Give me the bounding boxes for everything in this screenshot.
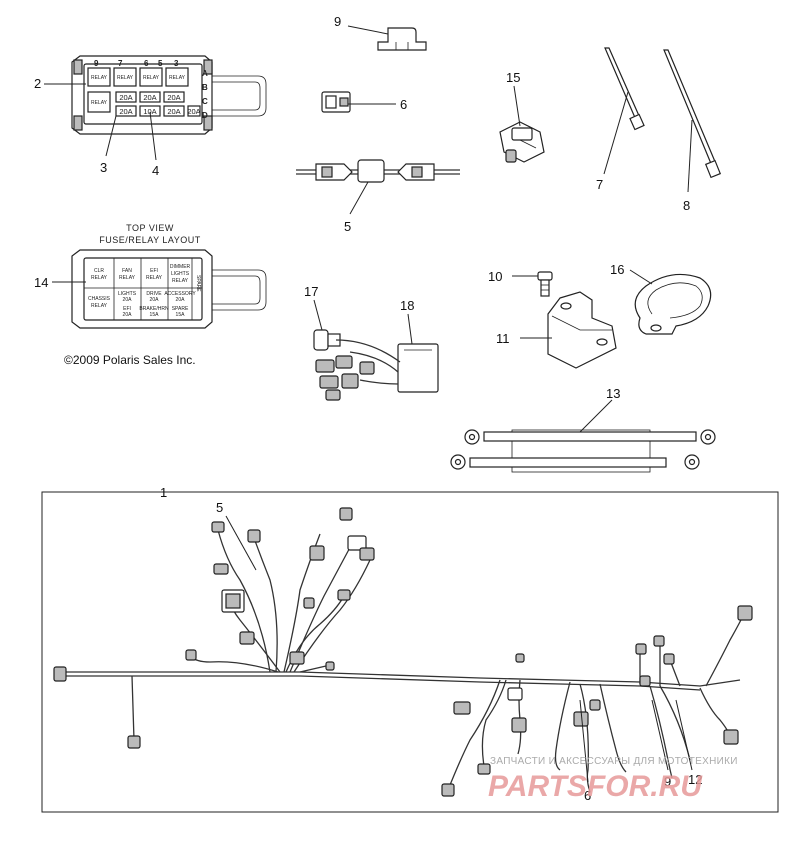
row-letter: B	[202, 83, 208, 92]
callout-10: 10	[488, 269, 502, 284]
relay-label: RELAY	[143, 75, 160, 81]
watermark-logo: PARTSFOR.RU	[488, 770, 703, 803]
callout-11: 11	[496, 331, 510, 346]
fuse-rating: 20A	[119, 107, 132, 116]
callout-4: 4	[152, 163, 159, 178]
callout-6: 6	[400, 97, 407, 112]
layout-cell: RELAY	[91, 275, 108, 281]
part-9-connector-clip	[377, 27, 427, 51]
layout-cell: 15A	[176, 312, 186, 318]
part-13-battery-cables	[450, 429, 716, 473]
fuse-box: RELAY RELAY RELAY RELAY RELAY 20A 20A 20…	[71, 55, 267, 135]
callout-5-harness: 5	[216, 500, 223, 515]
callout-16: 16	[610, 262, 624, 277]
callout-6-harness: 6	[584, 788, 591, 803]
callout-13: 13	[606, 386, 620, 401]
cavity-number: 7	[118, 59, 123, 68]
callout-9-harness: 9	[664, 774, 671, 789]
layout-cell: EFI	[150, 268, 158, 274]
layout-cell: CHASSIS	[88, 296, 111, 302]
relay-label: RELAY	[91, 100, 108, 106]
callout-9: 9	[334, 14, 341, 29]
callout-2: 2	[34, 76, 41, 91]
callout-15: 15	[506, 70, 520, 85]
cavity-number: 5	[158, 59, 163, 68]
layout-cell: RELAY	[91, 303, 108, 309]
part-16-p-clamp	[634, 273, 712, 335]
callout-17: 17	[304, 284, 318, 299]
main-harness-frame	[41, 491, 779, 813]
part-11-bracket	[547, 291, 617, 369]
fuse-rating: 20A	[119, 93, 132, 102]
watermark-tagline: ЗАПЧАСТИ И АКСЕССУАРЫ ДЛЯ МОТОТЕХНИКИ	[490, 756, 738, 767]
layout-cell: 15A	[150, 312, 160, 318]
callout-8: 8	[683, 198, 690, 213]
row-letter: D	[202, 111, 208, 120]
layout-cell: SPARE	[172, 306, 189, 312]
callout-7: 7	[596, 177, 603, 192]
relay-label: RELAY	[117, 75, 134, 81]
layout-cell: DIMMER	[170, 264, 191, 270]
fuse-rating: 20A	[167, 93, 180, 102]
layout-title: TOP VIEW	[126, 223, 174, 233]
layout-cell: RELAY	[146, 275, 163, 281]
callout-18: 18	[400, 298, 414, 313]
cavity-number: 6	[144, 59, 149, 68]
layout-cell: 20A	[150, 297, 160, 303]
cavity-number: 9	[94, 59, 99, 68]
part-6-connector	[321, 91, 351, 113]
callout-12: 12	[688, 772, 702, 787]
layout-cell: 20A	[123, 297, 133, 303]
layout-cell: BRAKE/HRN	[139, 306, 169, 312]
part-18-relay-harness	[315, 339, 439, 401]
layout-side-label: SPARE	[195, 275, 201, 292]
copyright: ©2009 Polaris Sales Inc.	[64, 353, 196, 367]
callout-3: 3	[100, 160, 107, 175]
fuse-relay-layout: CLR RELAY FAN RELAY EFI RELAY DIMMER LIG…	[71, 249, 267, 329]
layout-cell: RELAY	[172, 278, 189, 284]
layout-cell: ACCESSORY	[164, 291, 196, 297]
part-15-connector	[499, 121, 545, 163]
fuse-rating: 20A	[143, 93, 156, 102]
layout-cell: 20A	[123, 312, 133, 318]
fuse-rating: 20A	[187, 107, 200, 116]
part-8-cable-tie	[663, 49, 722, 179]
part-5-inline-fuse-holder	[296, 159, 460, 183]
callout-5: 5	[344, 219, 351, 234]
layout-cell: CLR	[94, 268, 104, 274]
layout-cell: RELAY	[119, 275, 136, 281]
layout-cell: FAN	[122, 268, 132, 274]
row-letter: A	[202, 69, 208, 78]
callout-1: 1	[160, 485, 167, 500]
layout-subtitle: FUSE/RELAY LAYOUT	[99, 235, 201, 245]
layout-cell: LIGHTS	[171, 271, 190, 277]
cavity-number: 3	[174, 59, 179, 68]
fuse-rating: 20A	[167, 107, 180, 116]
relay-label: RELAY	[169, 75, 186, 81]
fuse-rating: 10A	[143, 107, 156, 116]
layout-cell: EFI	[123, 306, 131, 312]
relay-label: RELAY	[91, 75, 108, 81]
part-10-bolt	[537, 271, 553, 297]
part-17-plug	[313, 329, 341, 351]
layout-cell: LIGHTS	[118, 291, 137, 297]
row-letter: C	[202, 97, 208, 106]
layout-cell: 20A	[176, 297, 186, 303]
part-7-cable-tie	[604, 47, 645, 131]
layout-cell: DRIVE	[146, 291, 162, 297]
callout-14: 14	[34, 275, 48, 290]
main-wiring-harness	[53, 507, 753, 797]
